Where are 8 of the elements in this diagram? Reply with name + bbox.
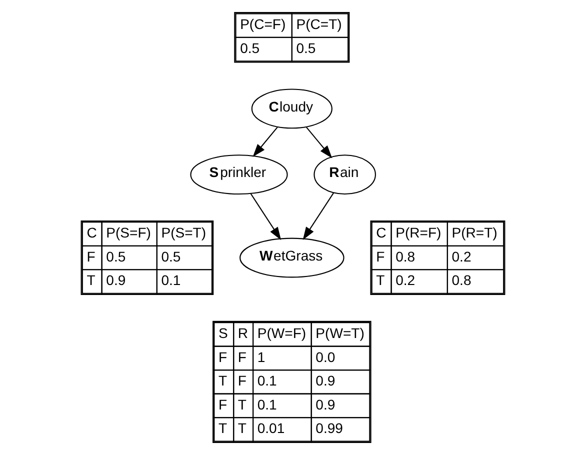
node-ellipse: Rain (313, 154, 376, 195)
node-ellipse: Sprinkler (190, 154, 288, 195)
arrow (302, 192, 334, 240)
arrow (250, 193, 281, 240)
arrow (252, 126, 278, 157)
arrow (305, 126, 332, 158)
node-ellipse: Cloudy (250, 88, 332, 129)
node-ellipse: WetGrass (239, 238, 344, 278)
